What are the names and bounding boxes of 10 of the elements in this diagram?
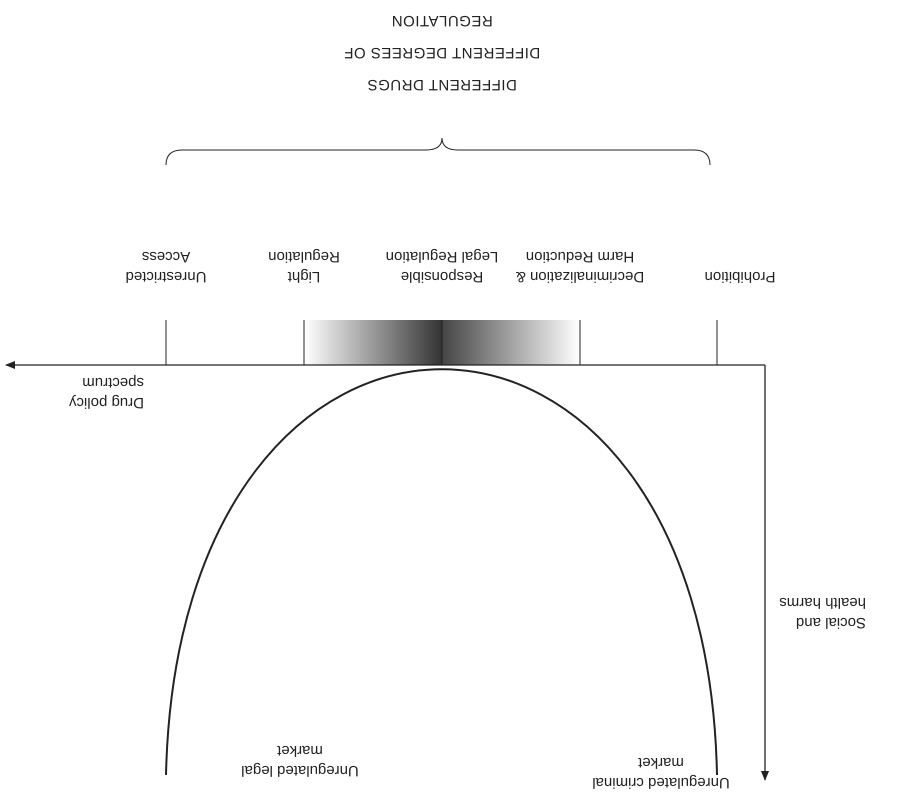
axis-label: Drug policy spectrum (68, 373, 144, 412)
curve-label: Unregulated legal market (240, 741, 360, 780)
heading-text: DIFFERENT DRUGS DIFFERENT DEGREES OF REGULATION (342, 11, 542, 95)
curve-label: Unregulated criminal market (591, 753, 731, 792)
policy-label: Light Regulation (267, 247, 341, 286)
policy-label: Unrestricted Access (124, 247, 208, 286)
policy-label: Responsible Legal Regulation (384, 247, 500, 286)
policy-label: Decriminalization & Harm Reduction (514, 247, 646, 286)
axis-label: Social and health harms (778, 593, 866, 632)
policy-label: Prohibition (704, 267, 776, 286)
